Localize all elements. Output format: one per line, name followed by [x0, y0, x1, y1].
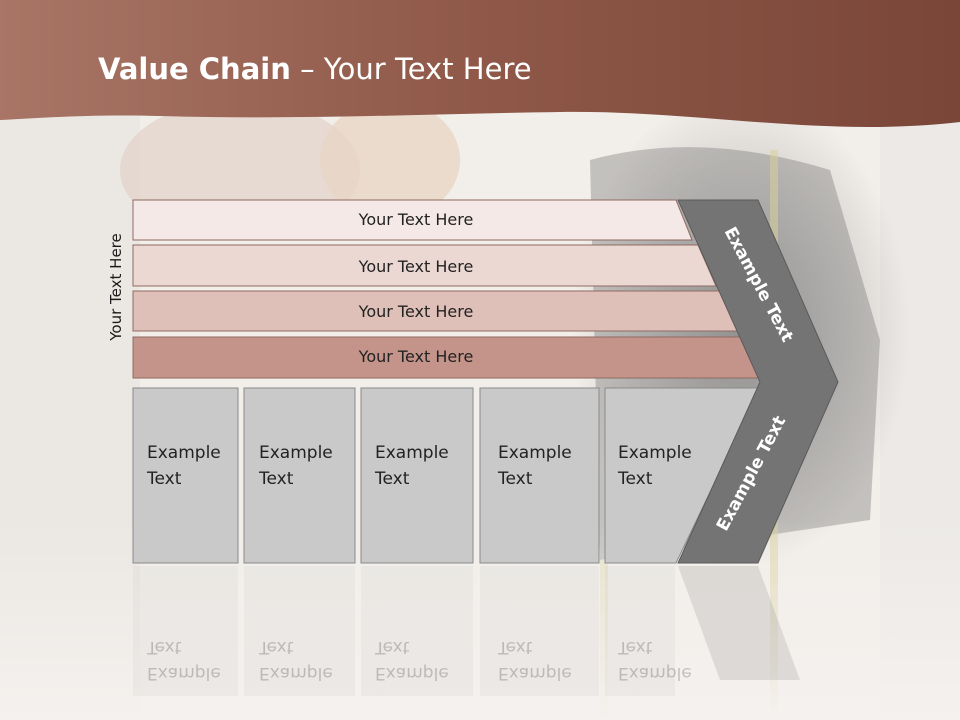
box-3-refl-line1: Example: [375, 663, 449, 683]
box-4: [479, 387, 600, 564]
box-2-line1: Example: [259, 443, 333, 463]
bar-1: [132, 199, 693, 241]
box-1-refl-line1: Example: [147, 663, 221, 683]
box-2-line2: Text: [259, 469, 294, 489]
box-5-refl-line1: Example: [618, 663, 692, 683]
box-1-refl-line2: Text: [147, 637, 182, 657]
box-2-label-reflection: Example Text: [259, 634, 333, 686]
box-2: [243, 387, 356, 564]
box-3: [360, 387, 474, 564]
box-4-reflection: [480, 566, 599, 696]
title-bold: Value Chain: [98, 52, 291, 86]
bar-2-label: Your Text Here: [358, 257, 474, 276]
box-5-refl-line2: Text: [618, 637, 653, 657]
box-5-label-reflection: Example Text: [618, 634, 692, 686]
box-1-line1: Example: [147, 443, 221, 463]
box-3-label-reflection: Example Text: [375, 634, 449, 686]
box-5-line2: Text: [618, 469, 653, 489]
box-1-line2: Text: [147, 469, 182, 489]
box-4-refl-line1: Example: [498, 663, 572, 683]
slide-title: Value Chain – Your Text Here: [98, 52, 532, 86]
box-5-reflection: [605, 566, 675, 696]
support-bars: Your Text Here Your Text Here Your Text …: [132, 199, 763, 379]
box-1-label-reflection: Example Text: [147, 634, 221, 686]
box-2-refl-line2: Text: [259, 637, 294, 657]
title-rest: – Your Text Here: [290, 52, 532, 86]
box-3-line1: Example: [375, 443, 449, 463]
box-4-line2: Text: [498, 469, 533, 489]
box-2-refl-line1: Example: [259, 663, 333, 683]
box-1: [132, 387, 239, 564]
bar-3-label: Your Text Here: [358, 302, 474, 321]
box-3-line2: Text: [375, 469, 410, 489]
box-4-label-reflection: Example Text: [498, 634, 572, 686]
bar-4-label: Your Text Here: [358, 347, 474, 366]
box-reflections: [133, 566, 675, 696]
box-3-refl-line2: Text: [375, 637, 410, 657]
box-5-line1: Example: [618, 443, 692, 463]
box-4-line1: Example: [498, 443, 572, 463]
box-5: [604, 387, 761, 564]
bar-1-label: Your Text Here: [358, 210, 474, 229]
box-1-reflection: [133, 566, 238, 696]
margin-chevron: [677, 199, 839, 564]
bar-2: [132, 244, 717, 287]
primary-boxes: [132, 387, 761, 564]
margin-chevron-reflection: [678, 566, 800, 680]
box-3-reflection: [361, 566, 473, 696]
box-4-refl-line2: Text: [498, 637, 533, 657]
box-2-reflection: [244, 566, 355, 696]
